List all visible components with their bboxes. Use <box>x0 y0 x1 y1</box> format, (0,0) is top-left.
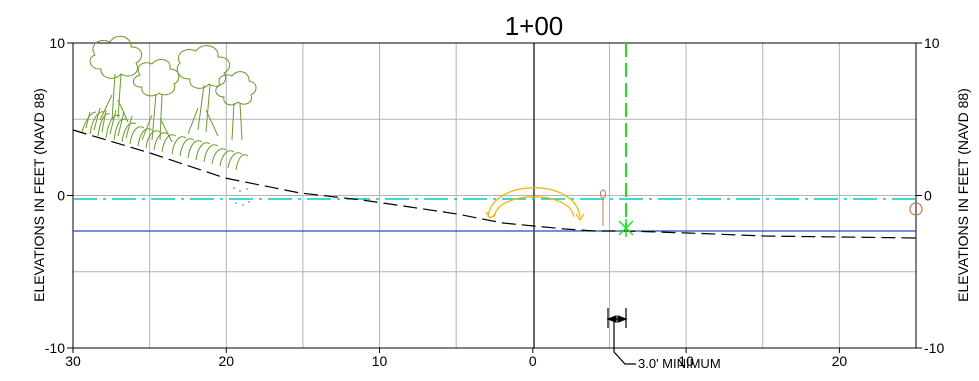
y-tick-label-right: 10 <box>924 35 940 51</box>
x-tick-label: 20 <box>218 353 234 369</box>
tree-canopy-3 <box>176 45 231 137</box>
y-axis-left-ticks: -10 0 10 <box>45 35 73 356</box>
dimension-marker <box>606 308 636 365</box>
y-axis-label-left: ELEVATIONS IN FEET (NAVD 88) <box>31 88 47 302</box>
y-axis-right-ticks: -10 0 10 <box>916 35 944 356</box>
debris-dots <box>233 187 250 206</box>
vegetation-cluster <box>81 35 257 171</box>
tree-canopy-1 <box>89 35 143 123</box>
dimension-annotation: 3.0' MINIMUM <box>638 356 721 371</box>
mangrove-roots <box>81 107 249 171</box>
circle-marker <box>909 202 923 216</box>
y-tick-label-left: -10 <box>45 340 65 356</box>
grid-lines <box>73 43 916 348</box>
tree-canopy-2 <box>133 58 180 143</box>
x-tick-label: 30 <box>65 353 81 369</box>
x-axis-ticks: 30 20 10 0 10 20 <box>65 348 847 369</box>
x-tick-label: 10 <box>372 353 388 369</box>
x-tick-label: 20 <box>832 353 848 369</box>
y-tick-label-left: 0 <box>57 188 65 204</box>
y-tick-label-right: -10 <box>924 340 944 356</box>
ground-profile-line <box>72 129 917 239</box>
x-tick-label: 0 <box>529 353 537 369</box>
y-axis-label-right: ELEVATIONS IN FEET (NAVD 88) <box>955 88 971 302</box>
section-title: 1+00 <box>505 11 564 41</box>
intersection-marker <box>618 219 634 237</box>
tree-canopy-4 <box>215 71 257 141</box>
y-tick-label-right: 0 <box>924 188 932 204</box>
y-tick-label-left: 10 <box>49 35 65 51</box>
x-tick-label: 10 <box>678 353 694 369</box>
arc-feature <box>485 187 585 222</box>
post-marker <box>600 189 606 226</box>
